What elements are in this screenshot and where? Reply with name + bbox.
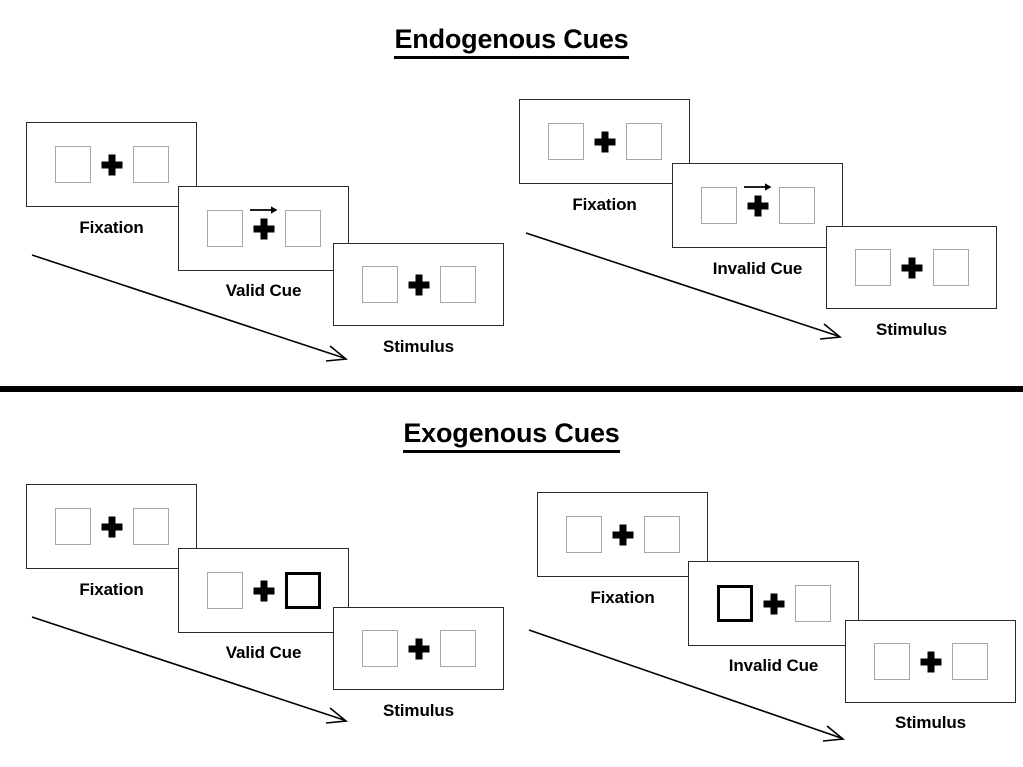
fixation-cross-icon: [891, 246, 933, 290]
fixation-cross-icon: [910, 640, 952, 684]
frame-inner: [854, 246, 969, 290]
frame-label-exogenous-valid-cue: Valid Cue: [225, 643, 302, 662]
frame-inner: [206, 569, 321, 613]
frame-label-endogenous-invalid-fixation: Fixation: [572, 195, 637, 214]
placeholder-box-left: [54, 508, 91, 545]
fixation-cross-icon: [243, 569, 285, 613]
placeholder-box-left-cued: [716, 585, 753, 622]
placeholder-box-left: [854, 249, 891, 286]
frame-endogenous-invalid-cue: [672, 163, 843, 248]
frame-exogenous-invalid-cue: [688, 561, 859, 646]
placeholder-box-right: [284, 210, 321, 247]
frame-exogenous-valid-fixation: [26, 484, 197, 569]
placeholder-box-left: [206, 572, 243, 609]
placeholder-box-left: [361, 630, 398, 667]
section-divider: [0, 386, 1023, 392]
frame-endogenous-valid-fixation: [26, 122, 197, 207]
frame-exogenous-valid-cue: [178, 548, 349, 633]
placeholder-box-left: [206, 210, 243, 247]
placeholder-box-left: [700, 187, 737, 224]
frame-inner: [361, 627, 476, 671]
frame-label-exogenous-valid-fixation: Fixation: [79, 580, 144, 599]
frame-label-endogenous-valid-cue: Valid Cue: [225, 281, 302, 300]
placeholder-box-right: [794, 585, 831, 622]
placeholder-box-right: [778, 187, 815, 224]
frame-inner: [361, 263, 476, 307]
frame-inner: [873, 640, 988, 684]
fixation-cross-icon: [91, 505, 133, 549]
fixation-cross-icon: [91, 143, 133, 187]
frame-exogenous-invalid-stimulus: [845, 620, 1016, 703]
placeholder-box-left: [547, 123, 584, 160]
placeholder-box-right: [439, 630, 476, 667]
fixation-cross-icon: [243, 204, 285, 251]
section-title-exogenous-text: Exogenous Cues: [403, 418, 620, 453]
fixation-cross-icon: [602, 513, 644, 557]
frame-exogenous-valid-stimulus: [333, 607, 504, 690]
placeholder-box-left: [361, 266, 398, 303]
section-title-endogenous: Endogenous Cues: [0, 24, 1023, 59]
frame-endogenous-valid-cue: [178, 186, 349, 271]
frame-endogenous-valid-stimulus: [333, 243, 504, 326]
frame-inner: [54, 505, 169, 549]
frame-inner: [565, 513, 680, 557]
frame-label-endogenous-valid-stimulus: Stimulus: [383, 337, 454, 356]
fixation-cross-icon: [737, 181, 779, 228]
placeholder-box-right: [132, 146, 169, 183]
frame-endogenous-invalid-stimulus: [826, 226, 997, 309]
frame-label-endogenous-valid-fixation: Fixation: [79, 218, 144, 237]
placeholder-box-right: [439, 266, 476, 303]
frame-exogenous-invalid-fixation: [537, 492, 708, 577]
fixation-cross-icon: [398, 627, 440, 671]
placeholder-box-right-cued: [284, 572, 321, 609]
frame-inner: [547, 120, 662, 164]
placeholder-box-left: [565, 516, 602, 553]
placeholder-box-left: [54, 146, 91, 183]
frame-label-exogenous-valid-stimulus: Stimulus: [383, 701, 454, 720]
frame-label-exogenous-invalid-stimulus: Stimulus: [895, 713, 966, 732]
arrow-right-icon: [743, 181, 773, 193]
frame-label-endogenous-invalid-stimulus: Stimulus: [876, 320, 947, 339]
frame-label-endogenous-invalid-cue: Invalid Cue: [712, 259, 803, 278]
frame-label-exogenous-invalid-cue: Invalid Cue: [728, 656, 819, 675]
arrow-right-icon: [249, 204, 279, 216]
placeholder-box-right: [132, 508, 169, 545]
placeholder-box-right: [625, 123, 662, 160]
frame-inner: [716, 582, 831, 626]
frame-inner: [54, 143, 169, 187]
frame-inner: [206, 204, 321, 251]
frame-label-exogenous-invalid-fixation: Fixation: [590, 588, 655, 607]
fixation-cross-icon: [753, 582, 795, 626]
placeholder-box-right: [643, 516, 680, 553]
placeholder-box-left: [873, 643, 910, 680]
section-title-exogenous: Exogenous Cues: [0, 418, 1023, 453]
frame-endogenous-invalid-fixation: [519, 99, 690, 184]
fixation-cross-icon: [584, 120, 626, 164]
frame-inner: [700, 181, 815, 228]
placeholder-box-right: [932, 249, 969, 286]
fixation-cross-icon: [398, 263, 440, 307]
placeholder-box-right: [951, 643, 988, 680]
section-title-endogenous-text: Endogenous Cues: [394, 24, 629, 59]
